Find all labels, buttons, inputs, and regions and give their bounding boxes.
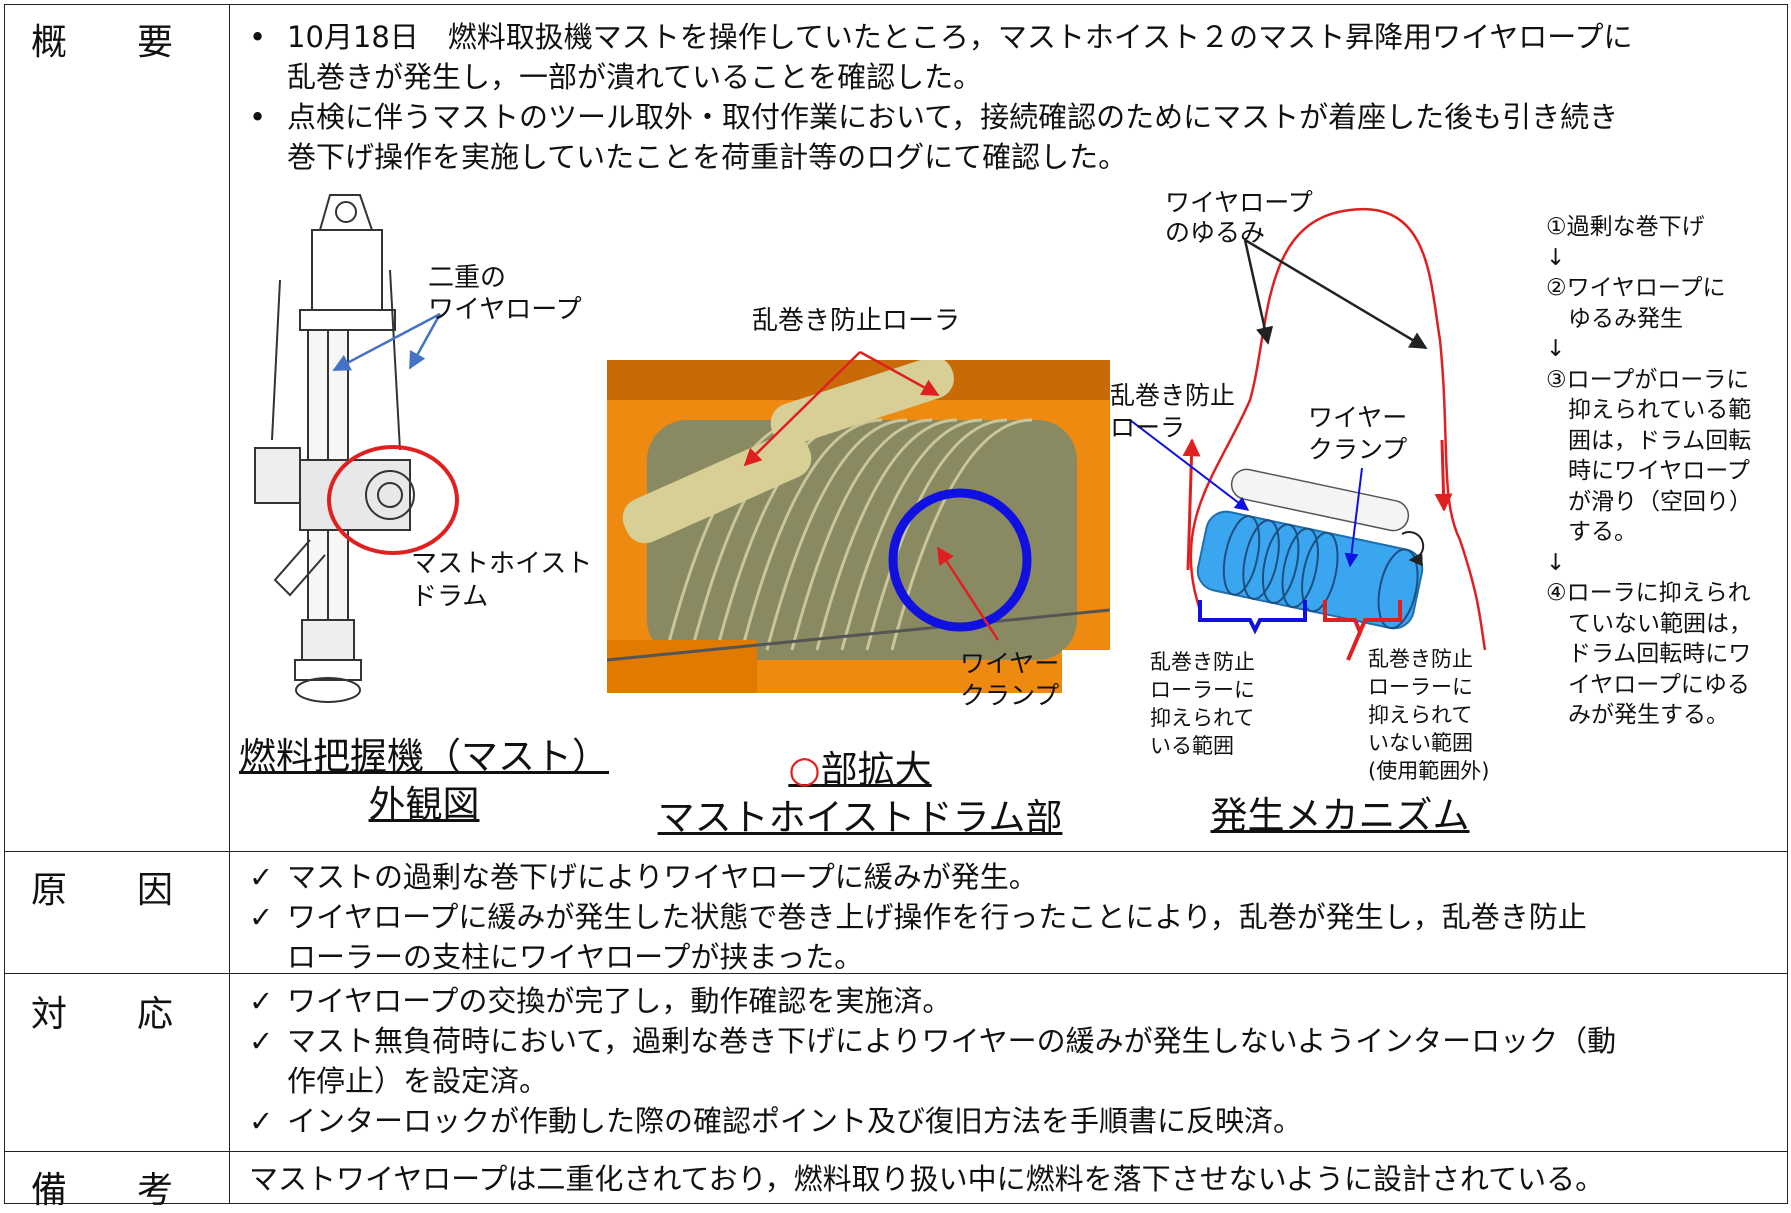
- cause-text: ワイヤロープに緩みが発生した状態で巻き上げ操作を行ったことにより，乱巻が発生し，…: [287, 900, 1587, 934]
- mast-exterior-drawing: [254, 194, 415, 703]
- down-arrow-icon: ↓: [1546, 336, 1566, 362]
- drum-highlight-circle: [327, 445, 459, 555]
- label-char: 因: [136, 870, 173, 911]
- column-divider: [229, 5, 230, 1203]
- caption-text: マストホイストドラム部: [657, 796, 1063, 839]
- bullet: •: [249, 100, 267, 134]
- overview-bullets: • 10月18日 燃料取扱機マストを操作していたところ，マストホイスト２のマスト…: [249, 17, 1767, 177]
- response-text: ワイヤロープの交換が完了し，動作確認を実施済。: [287, 984, 952, 1018]
- check-icon: ✓: [249, 1024, 274, 1058]
- circle-mark: ○: [788, 748, 821, 791]
- wire-callout-arrows: [332, 312, 442, 372]
- label-overview: 概 要: [5, 13, 229, 65]
- label-anti-roller-mech: 乱巻き防止ローラ: [1110, 381, 1236, 442]
- mechanism-steps: ①過剰な巻下げ ↓ ②ワイヤロープにゆるみ発生 ↓ ③ロープがローラに抑えられて…: [1546, 212, 1786, 731]
- row-divider: [5, 973, 1787, 974]
- mechanism-diagram: [1129, 207, 1487, 661]
- step-3: ③ロープがローラに抑えられている範囲は，ドラム回転時にワイヤロープが滑り（空回り…: [1546, 366, 1752, 546]
- list-item: ✓ インターロックが作動した際の確認ポイント及び復旧方法を手順書に反映済。: [249, 1101, 1767, 1141]
- list-item: ✓ マスト無負荷時において，過剰な巻き下げによりワイヤーの緩みが発生しないようイ…: [249, 1021, 1767, 1101]
- response-text: マスト無負荷時において，過剰な巻き下げによりワイヤーの緩みが発生しないようインタ…: [287, 1024, 1617, 1058]
- overview-text: 巻下げ操作を実施していたことを荷重計等のログにて確認した。: [287, 140, 1128, 174]
- label-char: 対: [31, 994, 68, 1035]
- list-item: ✓ ワイヤロープの交換が完了し，動作確認を実施済。: [249, 981, 1767, 1021]
- clamp-highlight-circle: [888, 488, 1032, 632]
- label-not-held-range: 乱巻き防止ローラーに抑えられていない範囲(使用範囲外): [1368, 647, 1490, 783]
- step-2: ②ワイヤロープにゆるみ発生: [1546, 275, 1726, 332]
- label-held-range: 乱巻き防止ローラーに抑えられている範囲: [1150, 650, 1255, 758]
- caption-mast-exterior: 燃料把握機（マスト）外観図: [239, 735, 609, 826]
- response-list: ✓ ワイヤロープの交換が完了し，動作確認を実施済。 ✓ マスト無負荷時において，…: [249, 981, 1767, 1141]
- label-wire-clamp-mech: ワイヤークランプ: [1308, 403, 1408, 464]
- check-icon: ✓: [249, 860, 274, 894]
- label-cause: 原 因: [5, 861, 229, 913]
- list-item: • 点検に伴うマストのツール取外・取付作業において，接続確認のためにマストが着座…: [249, 97, 1767, 177]
- bullet: •: [249, 20, 267, 54]
- label-response: 対 応: [5, 985, 229, 1037]
- label-char: 概: [31, 22, 68, 63]
- response-text: 作停止）を設定済。: [287, 1064, 549, 1098]
- cause-text: マストの過剰な巻下げによりワイヤロープに緩みが発生。: [287, 860, 1038, 894]
- cause-text: ローラーの支柱にワイヤロープが挟まった。: [287, 940, 864, 974]
- down-arrow-icon: ↓: [1546, 549, 1566, 576]
- callout-hoist-drum: マストホイストドラム: [411, 549, 593, 612]
- step-4: ④ローラに抑えられていない範囲は，ドラム回転時にワイヤロープにゆるみが発生する。: [1546, 580, 1752, 728]
- label-char: 原: [31, 870, 68, 911]
- overview-text: 点検に伴うマストのツール取外・取付作業において，接続確認のためにマストが着座した…: [287, 100, 1619, 134]
- list-item: ✓ マストの過剰な巻下げによりワイヤロープに緩みが発生。: [249, 857, 1767, 897]
- label-char: 備: [31, 1170, 68, 1211]
- row-divider: [5, 851, 1787, 852]
- callout-double-wire: 二重のワイヤロープ: [428, 263, 582, 325]
- list-item: ✓ ワイヤロープに緩みが発生した状態で巻き上げ操作を行ったことにより，乱巻が発生…: [249, 897, 1767, 977]
- check-icon: ✓: [249, 900, 274, 934]
- label-wire-clamp-photo: ワイヤークランプ: [960, 649, 1060, 710]
- response-text: インターロックが作動した際の確認ポイント及び復旧方法を手順書に反映済。: [287, 1104, 1303, 1138]
- label-char: 考: [136, 1170, 173, 1211]
- overview-text: 10月18日 燃料取扱機マストを操作していたところ，マストホイスト２のマスト昇降…: [287, 20, 1633, 54]
- label-char: 応: [136, 994, 173, 1035]
- caption-text: 部拡大: [820, 748, 932, 791]
- down-arrow-icon: ↓: [1546, 244, 1566, 271]
- overview-text: 乱巻きが発生し，一部が潰れていることを確認した。: [287, 60, 983, 94]
- label-wire-slack: ワイヤロープのゆるみ: [1165, 188, 1313, 247]
- label-char: 要: [136, 22, 173, 63]
- caption-mechanism: 発生メカニズム: [1210, 794, 1470, 837]
- row-divider: [5, 1151, 1787, 1152]
- summary-table: 概 要 原 因 対 応 備 考 • 10月18日 燃料取扱機マストを操作していた…: [4, 4, 1788, 1211]
- drum-roller-arrows: [743, 350, 940, 467]
- cause-list: ✓ マストの過剰な巻下げによりワイヤロープに緩みが発生。 ✓ ワイヤロープに緩み…: [249, 857, 1767, 977]
- label-remarks: 備 考: [5, 1161, 229, 1213]
- label-anti-roller: 乱巻き防止ローラ: [752, 306, 961, 336]
- caption-drum-enlarged: ○部拡大マストホイストドラム部: [640, 746, 1080, 842]
- step-1: ①過剰な巻下げ: [1546, 214, 1705, 240]
- list-item: • 10月18日 燃料取扱機マストを操作していたところ，マストホイスト２のマスト…: [249, 17, 1767, 97]
- check-icon: ✓: [249, 984, 274, 1018]
- check-icon: ✓: [249, 1104, 274, 1138]
- remarks-text: マストワイヤロープは二重化されており，燃料取り扱い中に燃料を落下させないように設…: [249, 1162, 1605, 1196]
- clamp-arrow: [936, 546, 1000, 641]
